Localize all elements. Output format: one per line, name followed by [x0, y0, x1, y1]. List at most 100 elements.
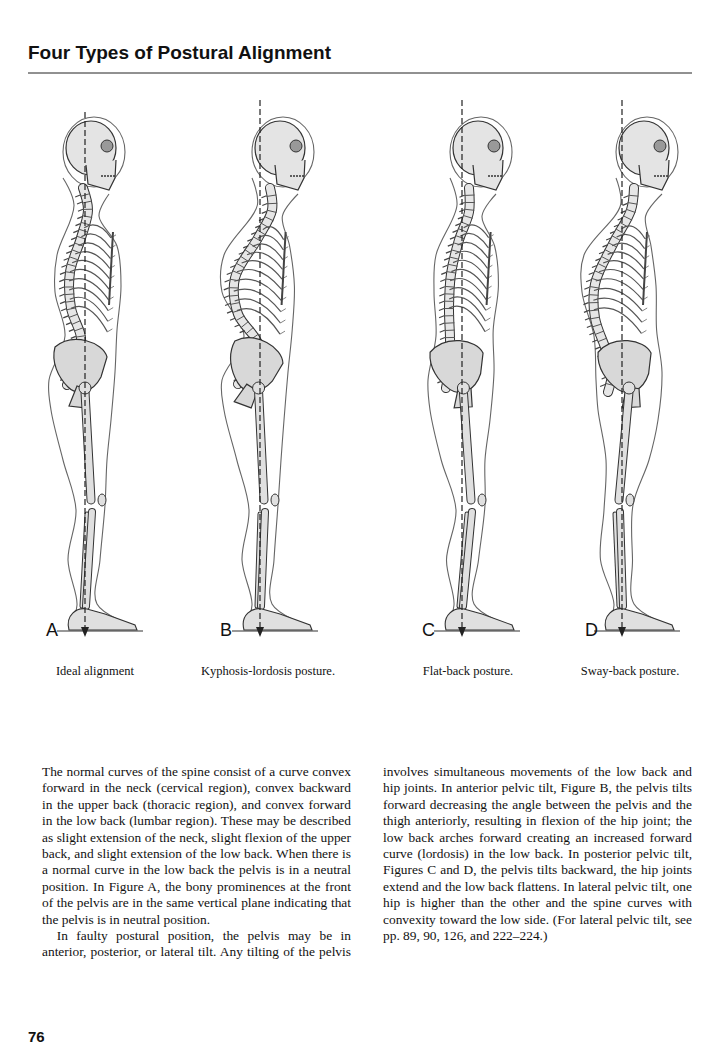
rib-cartilage — [485, 329, 490, 332]
vertebra — [71, 321, 80, 325]
figure-caption: Sway-back posture. — [560, 664, 700, 679]
figure-caption: Ideal alignment — [5, 664, 185, 679]
ilium — [428, 336, 489, 397]
femur — [85, 392, 91, 500]
spinous-process — [453, 230, 458, 232]
spinous-process — [60, 302, 65, 304]
vertebra — [601, 256, 610, 261]
vertebra — [267, 210, 277, 212]
rib — [594, 308, 641, 333]
vertebra — [592, 324, 602, 327]
vertebra — [267, 203, 277, 204]
teeth — [101, 175, 115, 177]
patella — [98, 494, 106, 506]
vertebra — [626, 209, 635, 212]
spinous-process — [251, 232, 256, 234]
spinous-process — [614, 225, 619, 227]
figure-letter: A — [46, 620, 58, 640]
spinous-process — [59, 294, 64, 296]
body-outline — [270, 194, 308, 626]
vertebra — [589, 294, 599, 296]
spinous-process — [583, 303, 588, 305]
tibia — [86, 512, 92, 606]
title-rule — [28, 73, 692, 74]
rib-cartilage — [108, 318, 113, 321]
body-text-columns: The normal curves of the spine consist o… — [42, 764, 692, 961]
rib — [455, 251, 487, 268]
rib — [449, 306, 485, 331]
tibia — [261, 512, 265, 606]
spinous-process — [71, 336, 76, 338]
rib-cartilage — [641, 330, 646, 333]
eye-orbit — [290, 140, 302, 152]
eye-orbit — [488, 140, 500, 152]
vertebra — [623, 216, 632, 220]
spinous-process — [63, 316, 68, 318]
vertebra — [82, 216, 92, 218]
vertebra — [590, 317, 600, 319]
pelvis — [219, 333, 287, 412]
vertebra — [230, 302, 240, 304]
vertebra — [588, 302, 598, 303]
sternum — [282, 232, 286, 305]
vertebra — [445, 330, 455, 331]
foot-bones — [68, 609, 137, 630]
tibia — [261, 512, 265, 606]
spinous-process — [587, 326, 592, 328]
spinous-process — [69, 245, 74, 247]
vertebra — [69, 257, 78, 260]
vertebra — [463, 215, 473, 218]
spinous-process — [589, 273, 594, 275]
vertebra — [444, 301, 454, 302]
rib — [593, 298, 641, 322]
rib-cartilage — [280, 320, 285, 323]
spinous-process — [230, 318, 235, 320]
eye-orbit — [101, 140, 113, 152]
spinous-process — [224, 296, 229, 298]
spinous-process — [599, 252, 604, 254]
spinous-process — [78, 209, 83, 211]
foot-bones — [243, 609, 312, 630]
spinous-process — [69, 329, 74, 331]
figure-letter: D — [585, 620, 598, 640]
spinous-process — [448, 244, 453, 246]
rib — [612, 243, 644, 259]
rib — [69, 279, 108, 300]
sternum — [109, 232, 113, 305]
figure-letter: B — [220, 620, 232, 640]
spinous-process — [586, 280, 591, 282]
vertebra — [64, 293, 74, 295]
ilium — [223, 333, 287, 397]
jaw — [275, 160, 305, 190]
spinous-process — [455, 224, 460, 226]
vertebra — [464, 209, 474, 210]
body-outline — [472, 194, 510, 626]
tibia — [86, 512, 92, 606]
teeth — [654, 175, 668, 177]
vertebra — [629, 195, 639, 197]
spinous-process — [64, 258, 69, 260]
posture-figure — [581, 100, 680, 637]
vertebra — [444, 315, 454, 316]
spinous-process — [450, 237, 455, 239]
rib — [596, 279, 643, 300]
plumb-arrowhead — [458, 627, 466, 637]
vertebra — [445, 337, 455, 338]
vertebra — [229, 287, 239, 288]
spinous-process — [592, 265, 597, 267]
rib — [460, 233, 488, 247]
spinous-process — [239, 252, 244, 254]
rib — [617, 234, 645, 248]
vertebra — [444, 293, 454, 294]
vertebra — [449, 257, 459, 259]
spinous-process — [225, 280, 230, 282]
tibia — [463, 512, 472, 606]
femur — [85, 392, 91, 500]
spinous-process — [227, 311, 232, 313]
rib-cartilage — [280, 331, 285, 334]
rib-cartilage — [281, 309, 286, 312]
spinous-process — [439, 301, 444, 303]
plumb-arrowhead — [256, 627, 264, 637]
femur — [463, 392, 471, 500]
vertebra — [65, 272, 75, 273]
